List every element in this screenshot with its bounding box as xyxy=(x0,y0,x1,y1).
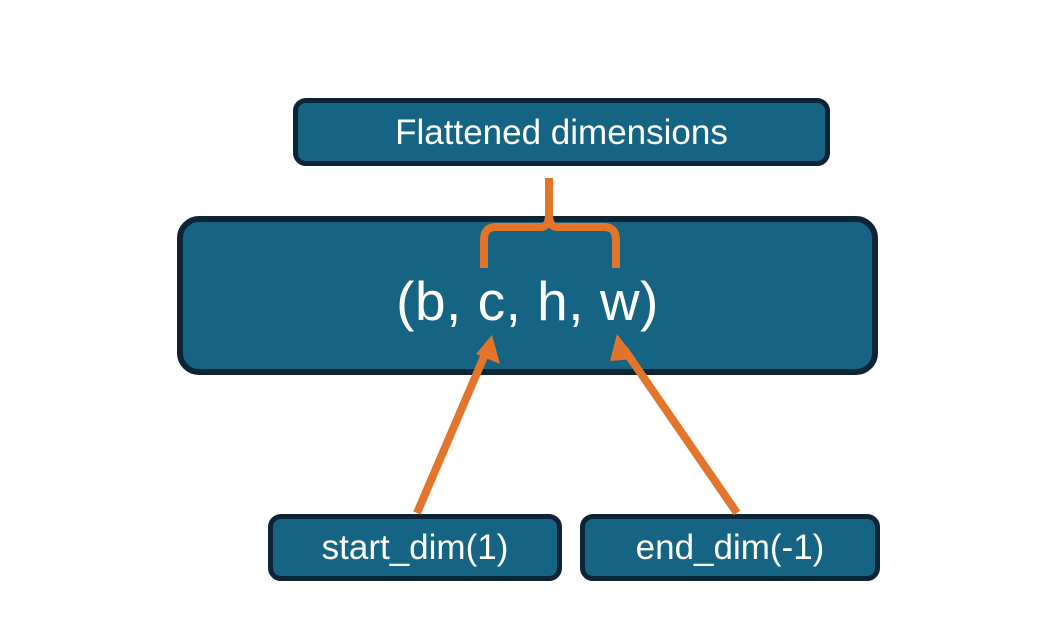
node-end-dim-label: end_dim(-1) xyxy=(635,528,825,567)
node-tensor-shape[interactable]: (b, c, h, w) xyxy=(177,216,878,375)
node-start-dim[interactable]: start_dim(1) xyxy=(268,514,562,581)
node-flattened-dimensions[interactable]: Flattened dimensions xyxy=(293,98,830,166)
node-end-dim[interactable]: end_dim(-1) xyxy=(580,514,880,581)
node-start-dim-label: start_dim(1) xyxy=(321,528,509,567)
node-flattened-dimensions-label: Flattened dimensions xyxy=(395,112,728,152)
node-tensor-shape-label: (b, c, h, w) xyxy=(396,270,659,332)
